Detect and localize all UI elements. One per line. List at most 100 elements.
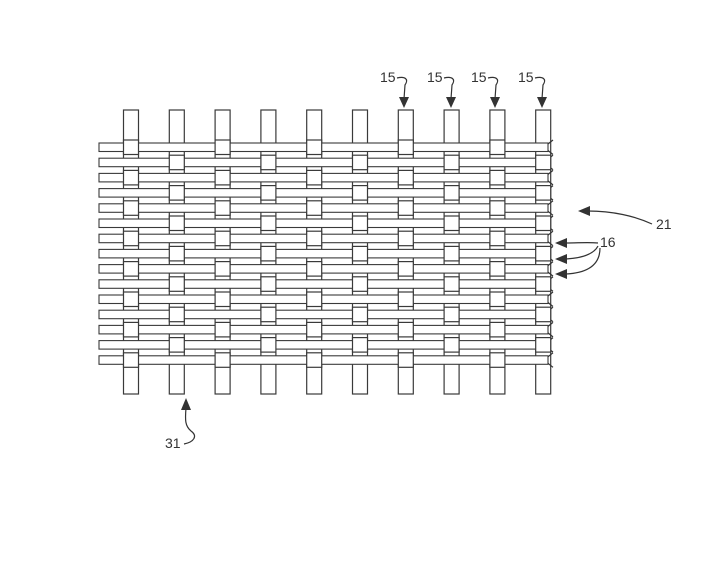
warp-over-segment (397, 261, 414, 277)
warp-over-segment (214, 291, 231, 308)
warp-ref-label: 15 (380, 69, 396, 85)
warp-over-segment (535, 337, 552, 353)
fabric-portion-ref-label: 31 (165, 435, 181, 451)
warp-ref-label: 15 (427, 69, 443, 85)
warp-arrow-head (537, 97, 547, 108)
weft-edge-hook (547, 291, 554, 307)
weft-thread (98, 355, 549, 365)
warp-over-segment (122, 230, 140, 247)
warp-over-segment (397, 321, 414, 338)
warp-over-segment (397, 200, 414, 216)
weft-thread (98, 142, 549, 153)
weft-arrow-head (555, 254, 567, 264)
weft-ref-label: 16 (600, 234, 616, 250)
warp-over-segment (306, 321, 323, 338)
warp-over-segment (443, 337, 460, 353)
warp-arrow-head (446, 97, 456, 108)
warp-over-segment (260, 215, 277, 232)
warp-over-segment (443, 245, 460, 262)
fabric-portion-arrow-head (181, 398, 191, 410)
warp-over-segment (443, 276, 460, 292)
warp-over-segment (351, 185, 369, 201)
warp-over-segment (260, 154, 277, 171)
warp-over-segment (260, 337, 277, 353)
warp-over-segment (535, 276, 552, 292)
warp-over-segment (397, 139, 414, 156)
warp-over-segment (214, 321, 231, 338)
weft-arrow-head (555, 269, 567, 279)
warp-over-segment (351, 337, 369, 353)
warp-over-segment (443, 215, 460, 232)
warp-over-segment (489, 352, 506, 368)
weft-thread (98, 264, 549, 274)
warp-over-segment (351, 306, 369, 323)
warp-over-segment (260, 185, 277, 201)
warp-over-segment (397, 352, 414, 368)
warp-over-segment (122, 139, 140, 156)
warp-over-segment (168, 306, 185, 323)
weft-edge-hook (547, 139, 554, 155)
weft-edge-hook (547, 352, 554, 368)
fabric-portion-leader-line (183, 407, 196, 445)
warp-over-segment (489, 169, 506, 186)
warp-over-segment (122, 169, 140, 186)
warp-over-segment (397, 291, 414, 308)
warp-over-segment (443, 306, 460, 323)
weft-thread (98, 218, 549, 229)
warp-over-segment (168, 185, 185, 201)
weft-thread (98, 279, 549, 289)
warp-over-segment (306, 230, 323, 247)
warp-over-segment (443, 185, 460, 201)
warp-over-segment (214, 139, 231, 156)
warp-over-segment (214, 169, 231, 186)
warp-over-segment (214, 200, 231, 216)
warp-over-segment (168, 215, 185, 232)
warp-over-segment (489, 200, 506, 216)
warp-over-segment (122, 291, 140, 308)
warp-over-segments-layer (122, 139, 552, 368)
warp-over-segment (122, 200, 140, 216)
warp-over-segment (489, 321, 506, 338)
fabric-leader-line (587, 210, 653, 225)
warp-over-segment (306, 352, 323, 368)
warp-over-segment (351, 215, 369, 232)
weft-leader-line (565, 247, 601, 275)
warp-leader-line (396, 76, 408, 100)
warp-over-segment (306, 139, 323, 156)
weft-arrow-head (555, 238, 567, 248)
weft-thread (98, 294, 549, 305)
weft-thread (98, 157, 549, 168)
warp-over-segment (535, 154, 552, 171)
warp-over-segment (535, 215, 552, 232)
weft-thread (98, 248, 549, 259)
warp-arrow-head (490, 97, 500, 108)
warp-over-segment (306, 169, 323, 186)
weft-thread (98, 340, 549, 350)
warp-over-segment (535, 185, 552, 201)
warp-over-segment (489, 139, 506, 156)
warp-over-segment (168, 337, 185, 353)
warp-over-segment (351, 276, 369, 292)
warp-ref-label: 15 (471, 69, 487, 85)
warp-over-segment (214, 261, 231, 277)
warp-over-segment (306, 200, 323, 216)
weft-thread (98, 188, 549, 198)
warp-over-segment (122, 261, 140, 277)
warp-over-segment (260, 306, 277, 323)
weft-thread (98, 309, 549, 320)
weft-thread (98, 172, 549, 183)
warp-over-segment (535, 245, 552, 262)
warp-over-segment (351, 154, 369, 171)
warp-ref-label: 15 (518, 69, 534, 85)
fabric-ref-label: 21 (656, 216, 672, 232)
warp-over-segment (168, 276, 185, 292)
warp-over-segment (443, 154, 460, 171)
warp-over-segment (122, 352, 140, 368)
reference-annotations: 15 15 15 15 21 16 31 (165, 69, 672, 451)
weft-edge-hook (547, 200, 554, 216)
warp-leader-line (443, 76, 455, 100)
warp-over-segment (168, 245, 185, 262)
weft-leader-line (565, 245, 599, 260)
